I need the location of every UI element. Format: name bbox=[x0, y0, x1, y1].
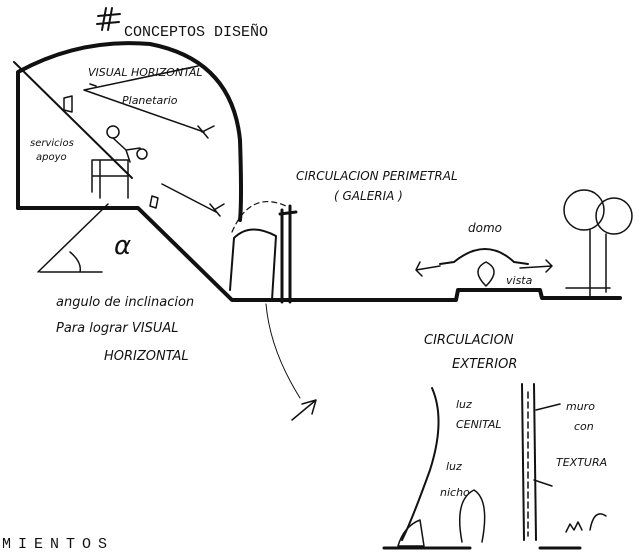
angle-lines bbox=[37, 203, 109, 273]
seating-frame bbox=[91, 159, 129, 199]
dome-arc bbox=[439, 248, 529, 265]
textured-wall bbox=[521, 383, 537, 541]
tree-icon-2 bbox=[595, 197, 633, 235]
label-circulacion-exterior-line2: EXTERIOR bbox=[452, 357, 517, 372]
gallery-cylinder bbox=[229, 228, 277, 301]
tree-icon bbox=[563, 189, 605, 231]
figure-sketch bbox=[63, 95, 73, 113]
label-muro-line1: muro bbox=[566, 400, 595, 413]
nicho-fill bbox=[397, 519, 425, 547]
label-muro-line2: con bbox=[574, 420, 594, 433]
dome-outline bbox=[16, 41, 243, 222]
angle-annotation: α angulo de inclinacion Para lograr VISU… bbox=[37, 203, 194, 364]
perimeter-gallery: CIRCULACION PERIMETRAL ( GALERIA ) bbox=[229, 169, 458, 421]
label-galeria: ( GALERIA ) bbox=[334, 189, 403, 203]
label-circulacion-exterior-line1: CIRCULACION bbox=[424, 333, 514, 348]
label-circulacion-perimetral: CIRCULACION PERIMETRAL bbox=[296, 169, 458, 183]
hash-mark-icon bbox=[96, 7, 121, 31]
label-angulo-line3: HORIZONTAL bbox=[104, 349, 189, 364]
page-title: CONCEPTOS DISEÑO bbox=[124, 24, 268, 41]
building-section: VISUAL HORIZONTAL Planetario servicios a… bbox=[13, 41, 292, 302]
label-apoyo: apoyo bbox=[36, 152, 67, 163]
label-visual-horizontal: VISUAL HORIZONTAL bbox=[88, 66, 203, 79]
curved-wall bbox=[401, 387, 440, 541]
label-vista: vista bbox=[506, 274, 533, 287]
tree-trunks bbox=[565, 229, 611, 297]
label-luz-cenital-line1: luz bbox=[456, 398, 472, 411]
leader-line bbox=[265, 303, 301, 399]
star-marks bbox=[197, 125, 225, 217]
label-angulo-line2: Para lograr VISUAL bbox=[56, 321, 178, 336]
label-luz-line1: luz bbox=[446, 460, 462, 473]
flame-detail-icon bbox=[459, 489, 486, 543]
label-domo: domo bbox=[468, 221, 502, 235]
gallery-wall bbox=[278, 204, 298, 304]
label-luz-cenital-line2: CENITAL bbox=[456, 418, 501, 431]
viewer-seat bbox=[136, 148, 148, 160]
viewer-body bbox=[112, 137, 141, 163]
label-luz-line2: nicho bbox=[440, 486, 470, 499]
viewer-head bbox=[106, 125, 120, 139]
view-arrows bbox=[415, 259, 553, 277]
gallery-arc bbox=[231, 201, 287, 233]
roof-line bbox=[13, 61, 133, 179]
sight-lines bbox=[83, 65, 217, 213]
label-muro-line3: TEXTURA bbox=[556, 456, 607, 469]
figure-sketch-lower bbox=[149, 195, 159, 209]
ground-site: domo vista bbox=[288, 189, 633, 302]
arrow-icon bbox=[291, 399, 317, 421]
label-angulo-line1: angulo de inclinacion bbox=[56, 295, 194, 310]
flame-icon bbox=[477, 261, 495, 287]
label-servicios: servicios bbox=[30, 138, 74, 149]
title-group: CONCEPTOS DISEÑO bbox=[96, 7, 268, 41]
exterior-detail: CIRCULACION EXTERIOR luz CENITAL muro co… bbox=[382, 333, 607, 550]
bottom-text: MIENTOS bbox=[2, 536, 114, 552]
floor-slope bbox=[16, 206, 292, 302]
leader-lines bbox=[533, 403, 561, 487]
alpha-symbol: α bbox=[114, 231, 131, 261]
texture-sketch bbox=[565, 513, 607, 533]
label-planetario: Planetario bbox=[122, 94, 178, 107]
ground-line bbox=[288, 288, 622, 302]
